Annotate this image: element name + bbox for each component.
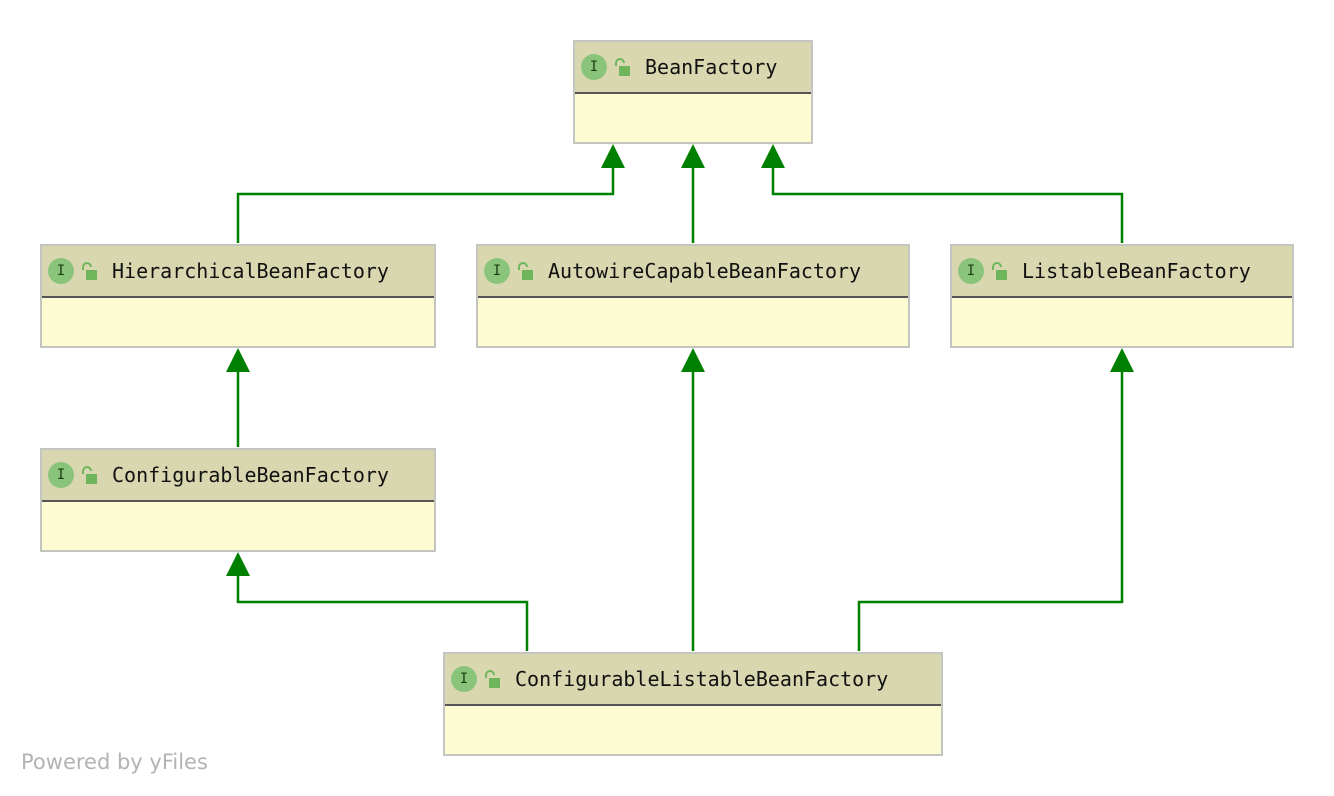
edge-configurablelistable-to-configurable	[236, 574, 529, 651]
public-lock-icon	[992, 262, 1007, 280]
public-lock-icon	[82, 466, 97, 484]
edge-configurablelistable-to-listable	[857, 370, 1124, 651]
public-lock-icon	[485, 670, 500, 688]
arrowhead	[226, 348, 250, 372]
node-header: I ListableBeanFactory	[952, 246, 1292, 298]
node-header: I AutowireCapableBeanFactory	[478, 246, 908, 298]
node-title: AutowireCapableBeanFactory	[548, 259, 862, 283]
node-bean-factory[interactable]: I BeanFactory	[573, 40, 813, 144]
node-header: I ConfigurableBeanFactory	[42, 450, 434, 502]
node-body	[42, 298, 434, 346]
arrowhead	[681, 348, 705, 372]
public-lock-icon	[82, 262, 97, 280]
node-configurable-listable-bean-factory[interactable]: I ConfigurableListableBeanFactory	[443, 652, 943, 756]
interface-icon: I	[958, 258, 984, 284]
node-header: I ConfigurableListableBeanFactory	[445, 654, 941, 706]
node-title: BeanFactory	[645, 55, 778, 79]
interface-icon: I	[581, 54, 607, 80]
arrowhead	[601, 144, 625, 168]
arrowhead	[761, 144, 785, 168]
public-lock-icon	[518, 262, 533, 280]
edge-listable-to-beanfactory	[771, 166, 1124, 243]
node-title: ListableBeanFactory	[1022, 259, 1251, 283]
node-body	[575, 94, 811, 142]
node-title: ConfigurableListableBeanFactory	[515, 667, 889, 691]
node-listable-bean-factory[interactable]: I ListableBeanFactory	[950, 244, 1294, 348]
node-body	[42, 502, 434, 550]
interface-icon: I	[48, 258, 74, 284]
node-body	[445, 706, 941, 754]
node-title: HierarchicalBeanFactory	[112, 259, 389, 283]
node-configurable-bean-factory[interactable]: I ConfigurableBeanFactory	[40, 448, 436, 552]
arrowhead	[681, 144, 705, 168]
interface-icon: I	[451, 666, 477, 692]
node-header: I BeanFactory	[575, 42, 811, 94]
node-body	[952, 298, 1292, 346]
node-body	[478, 298, 908, 346]
powered-by-label: Powered by yFiles	[21, 750, 208, 774]
public-lock-icon	[615, 58, 630, 76]
arrowhead	[1110, 348, 1134, 372]
edge-hierarchical-to-beanfactory	[236, 166, 615, 243]
interface-icon: I	[484, 258, 510, 284]
node-header: I HierarchicalBeanFactory	[42, 246, 434, 298]
node-autowire-capable-bean-factory[interactable]: I AutowireCapableBeanFactory	[476, 244, 910, 348]
node-title: ConfigurableBeanFactory	[112, 463, 389, 487]
arrowhead	[226, 552, 250, 576]
interface-icon: I	[48, 462, 74, 488]
node-hierarchical-bean-factory[interactable]: I HierarchicalBeanFactory	[40, 244, 436, 348]
